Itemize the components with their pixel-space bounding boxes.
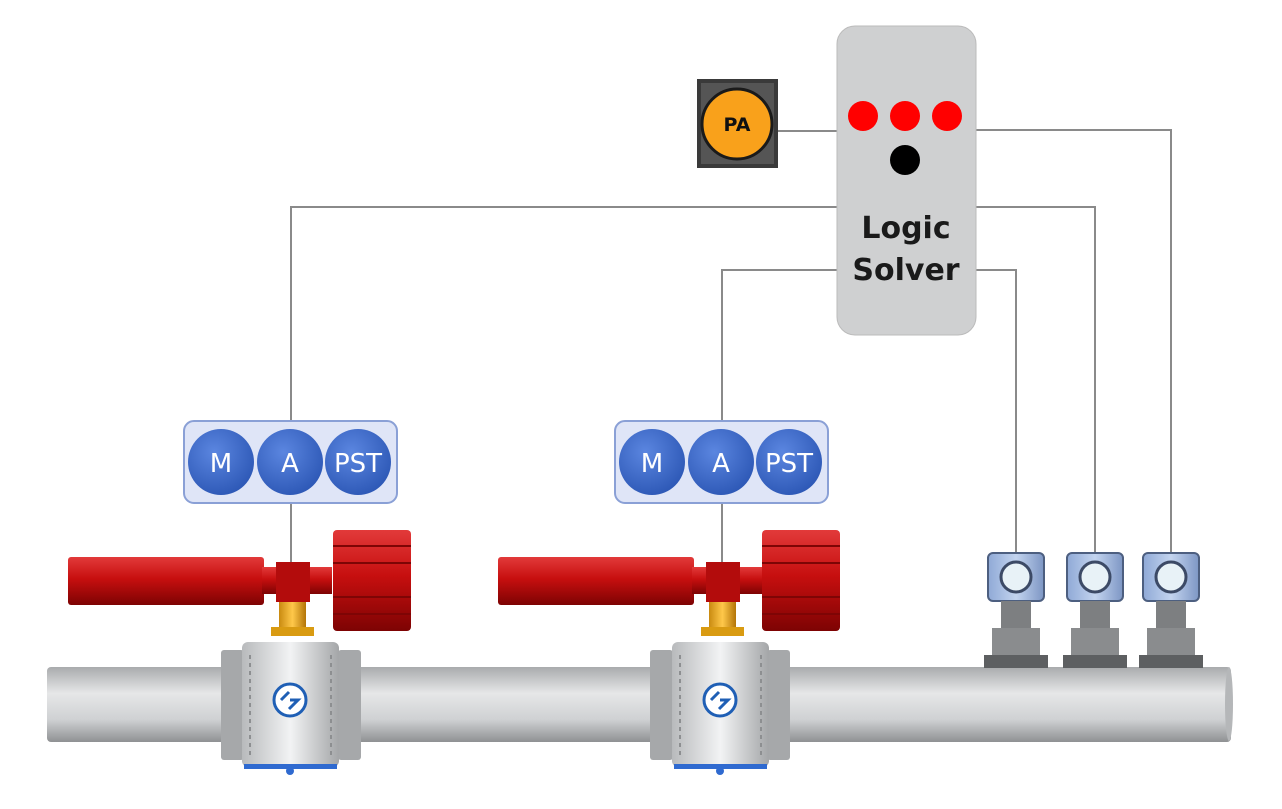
bubble-m-label: M [641, 449, 663, 479]
indicator-light-3 [932, 101, 962, 131]
transmitter-2 [1063, 552, 1127, 668]
signal-wires [290, 129, 1172, 567]
valve-assembly-1 [68, 530, 411, 775]
transmitter-3 [1139, 552, 1203, 668]
logic-solver: Logic Solver [836, 25, 977, 336]
flange-right [767, 650, 790, 760]
flange-left [221, 650, 244, 760]
bubble-pst [756, 429, 822, 495]
stem-bracket [279, 602, 306, 630]
valve-group-2-controls: M A PST [614, 420, 829, 504]
bubble-pst-label: PST [765, 449, 813, 479]
flange-left [650, 650, 673, 760]
bubble-a-label: A [281, 449, 299, 479]
bubble-m-label: M [210, 449, 232, 479]
indicator-light-1 [848, 101, 878, 131]
bubble-pst [325, 429, 391, 495]
status-dot [890, 145, 920, 175]
indicator-light-2 [890, 101, 920, 131]
wire-valve-1 [290, 206, 838, 422]
logic-solver-label-1: Logic [861, 211, 950, 246]
stem-bracket [709, 602, 736, 630]
bubble-pst-label: PST [334, 449, 382, 479]
manufacturer-logo [272, 682, 308, 718]
logic-solver-label-2: Solver [852, 253, 959, 288]
bubble-m [619, 429, 685, 495]
bubble-a [257, 429, 323, 495]
pa-button[interactable]: PA [697, 79, 778, 168]
bubble-a-label: A [712, 449, 730, 479]
bubble-m [188, 429, 254, 495]
actuator-gearbox [333, 530, 411, 631]
transmitter-1 [984, 552, 1048, 668]
wire-transmitter-2 [976, 206, 1096, 553]
wire-valve-2 [721, 269, 838, 422]
actuator-arm [498, 557, 694, 605]
manufacturer-logo [702, 682, 738, 718]
bubble-a [688, 429, 754, 495]
valve-assembly-2 [498, 530, 840, 775]
wire-transmitter-3 [976, 129, 1172, 553]
actuator-gearbox [762, 530, 840, 631]
flange-right [338, 650, 361, 760]
actuator-arm [68, 557, 264, 605]
wire-transmitter-1 [976, 269, 1017, 553]
pa-label: PA [724, 114, 751, 136]
valve-group-1-controls: M A PST [183, 420, 398, 504]
